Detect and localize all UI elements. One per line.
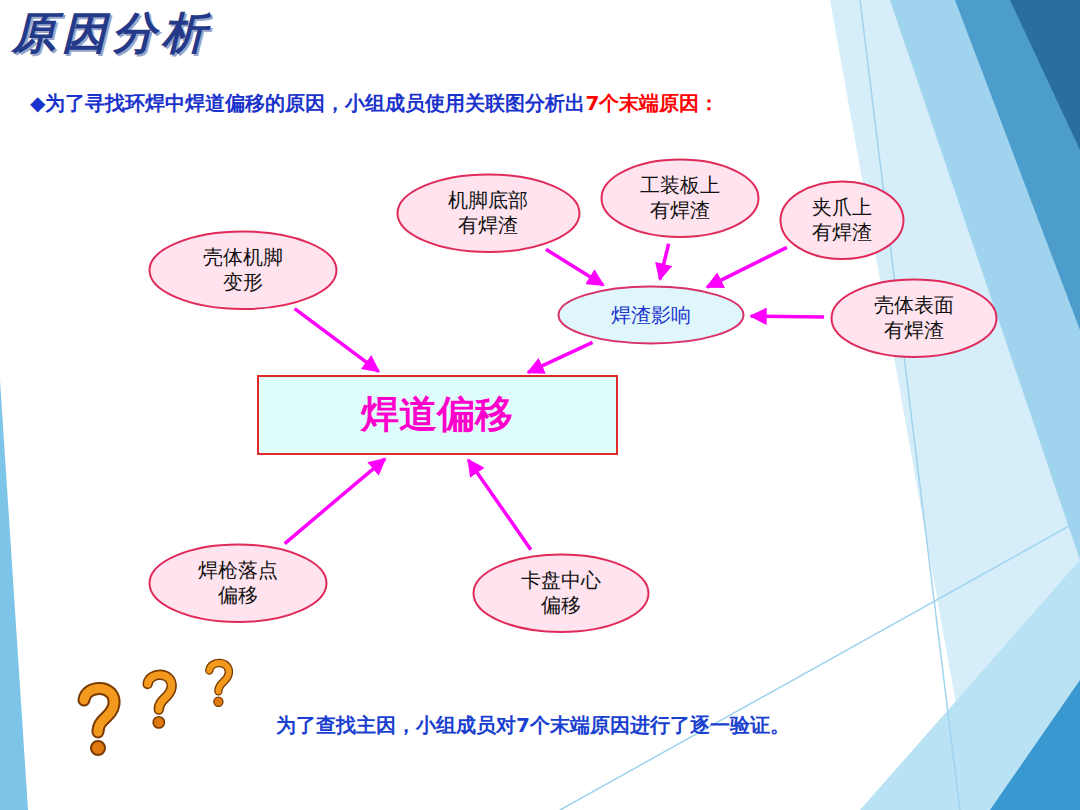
arrow-connector <box>295 309 379 372</box>
effect-box: 焊道偏移 <box>257 375 618 455</box>
question-mark-icons <box>84 663 229 755</box>
stripe <box>860 560 1080 810</box>
stripe <box>1010 0 1080 150</box>
arrow-connector <box>546 249 603 285</box>
stripe-line <box>560 520 1080 810</box>
caption: 为了查找主因，小组成员对7个末端原因进行了逐一验证。 <box>276 712 790 739</box>
cause-ellipse: 壳体机脚变形 <box>148 230 338 311</box>
node-label: 焊渣影响 <box>600 303 702 328</box>
arrow-connector <box>285 459 385 544</box>
node-label: 工装板上有焊渣 <box>639 173 721 223</box>
node-label: 焊枪落点偏移 <box>197 558 279 608</box>
arrow-connector <box>660 244 669 280</box>
cause-ellipse: 机脚底部有焊渣 <box>396 173 581 254</box>
cause-ellipse: 工装板上有焊渣 <box>600 158 760 239</box>
stripe <box>955 0 1080 330</box>
node-label: 机脚底部有焊渣 <box>447 188 529 238</box>
arrow-connector <box>751 314 824 318</box>
arrow-connector <box>528 342 593 372</box>
stripe <box>830 0 1080 810</box>
node-label: 壳体机脚变形 <box>202 245 284 295</box>
node-label: 壳体表面有焊渣 <box>873 293 955 343</box>
stripe <box>990 680 1080 810</box>
cause-ellipse: 夹爪上有焊渣 <box>779 180 905 261</box>
arrow-connector <box>707 247 787 287</box>
subtitle-text: ◆为了寻找环焊中焊道偏移的原因，小组成员使用关联图分析出 <box>30 91 585 115</box>
cause-ellipse: 焊渣影响 <box>557 285 745 345</box>
arrow-connector <box>468 460 531 550</box>
cause-ellipse: 焊枪落点偏移 <box>148 543 328 624</box>
node-label: 卡盘中心偏移 <box>520 568 602 618</box>
subtitle-line: ◆为了寻找环焊中焊道偏移的原因，小组成员使用关联图分析出7个末端原因： <box>30 90 719 117</box>
stripe <box>0 380 28 810</box>
stripe-line <box>860 0 960 810</box>
cause-ellipse: 壳体表面有焊渣 <box>830 278 998 359</box>
subtitle-highlight: 7个末端原因： <box>585 91 719 115</box>
slide-title: 原因分析 <box>12 4 212 63</box>
node-label: 夹爪上有焊渣 <box>811 195 873 245</box>
cause-ellipse: 卡盘中心偏移 <box>472 553 650 634</box>
node-label: 焊道偏移 <box>361 391 513 439</box>
